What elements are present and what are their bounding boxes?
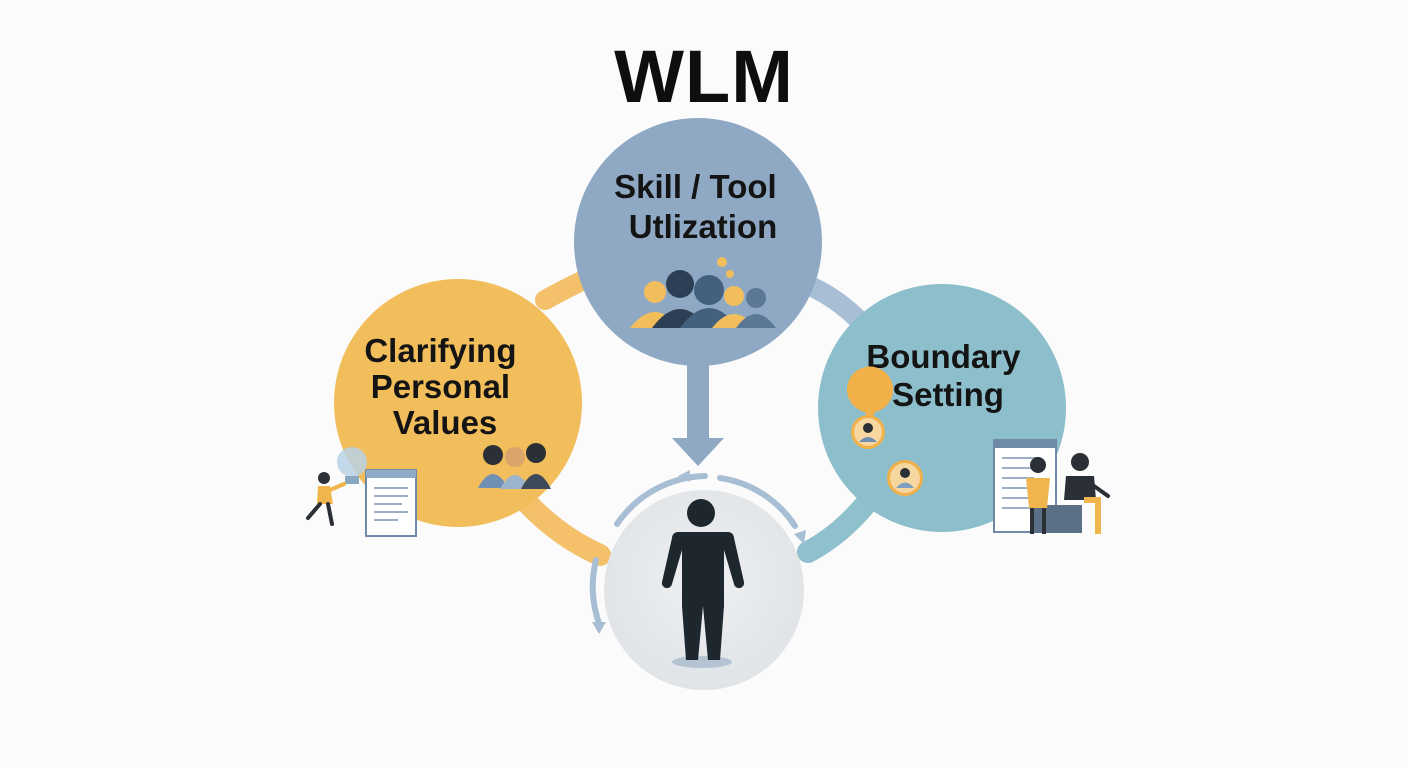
boundary-label-line1: Boundary (866, 338, 1021, 375)
node-clarifying-personal-values: Clarifying Personal Values (306, 279, 582, 537)
cycle-arrow-down-icon (592, 622, 606, 634)
profile-avatar-icon (887, 460, 923, 496)
connector-boundary-center (797, 494, 876, 563)
team-people-icon (630, 257, 776, 328)
group-people-icon (478, 443, 551, 489)
profile-pin-icon (847, 366, 893, 449)
node-skill-tool-utilization: Skill / Tool Utlization (574, 118, 822, 366)
diagram-title: WLM (614, 35, 794, 118)
cycle-arc-top-left (614, 473, 708, 527)
document-icon (365, 469, 417, 537)
running-person-icon (306, 472, 346, 526)
connector-values-center (509, 484, 611, 566)
svg-text:Clarifying Personal: Clarifying Personal Values (364, 332, 525, 441)
skill-label-line2: Utlization (629, 208, 777, 245)
cycle-arc-left (589, 557, 603, 629)
person-icon (661, 499, 745, 660)
working-people-icon (1026, 453, 1110, 534)
values-label-line3: Values (393, 404, 498, 441)
boundary-label-line2: Setting (892, 376, 1004, 413)
node-boundary-setting: Boundary Setting (818, 284, 1110, 534)
values-label-line1: Clarifying (364, 332, 516, 369)
svg-text:Boundary Setting: Boundary Setting (866, 338, 1029, 413)
cycle-arrow-right-icon (794, 530, 806, 544)
values-label-line2: Personal (371, 368, 510, 405)
cycle-arrow-left-icon (678, 470, 690, 482)
down-arrow-icon (672, 362, 724, 466)
cycle-arc-top-right (717, 475, 798, 529)
node-center-individual (589, 470, 806, 690)
idea-bulb-icon (337, 447, 367, 484)
svg-text:Skill / Tool Utlization: Skill / Tool Utlization (614, 168, 786, 245)
skill-label-line1: Skill / Tool (614, 168, 777, 205)
figure-shadow (672, 656, 732, 668)
